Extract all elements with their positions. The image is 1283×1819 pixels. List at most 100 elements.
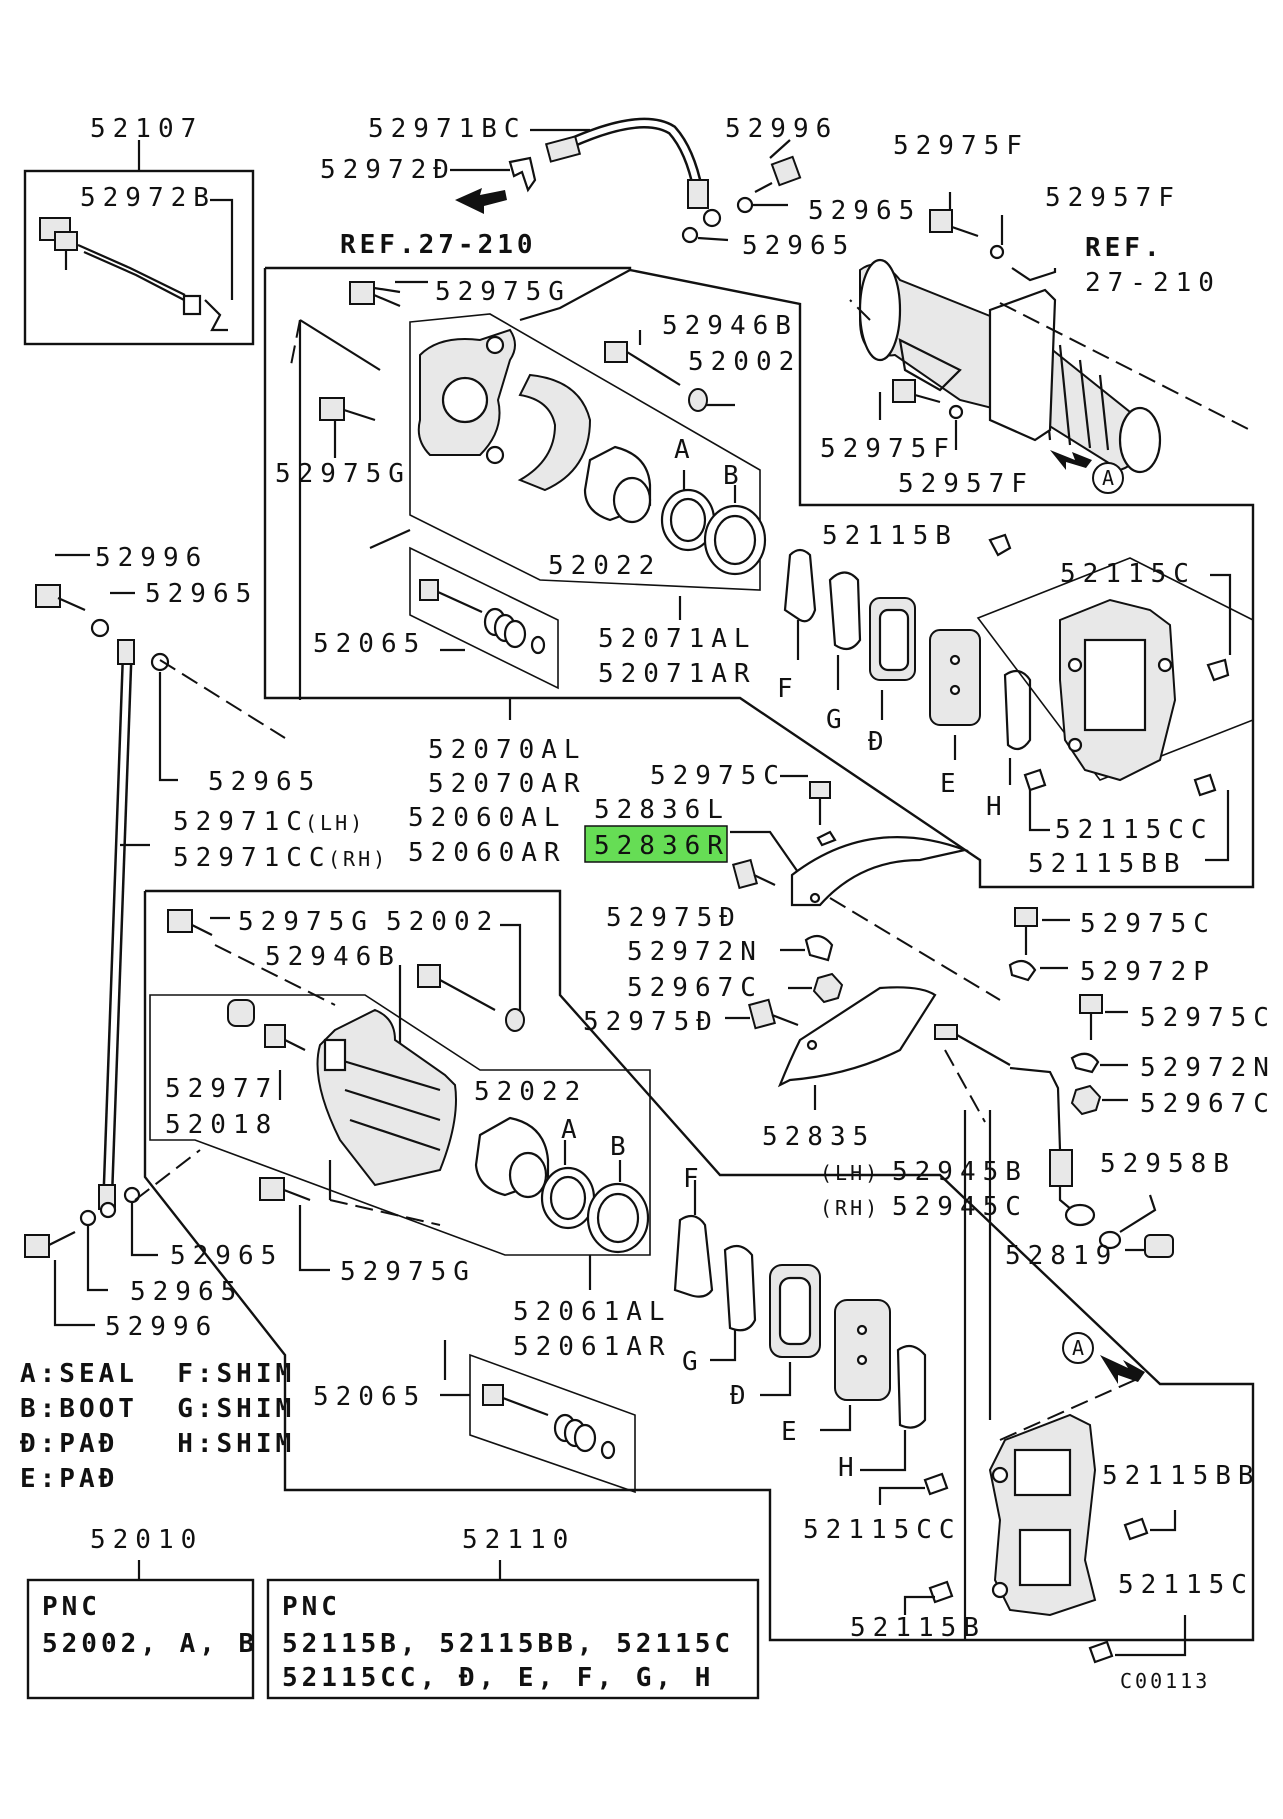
label-52975c-a: 52975C [650, 761, 786, 791]
label-52060ar: 52060AR [408, 838, 567, 868]
legend-line-4: E:PAĐ [20, 1464, 118, 1494]
label-52975c-c: 52975C [1140, 1003, 1276, 1033]
label-52975g-b: 52975G [275, 459, 411, 489]
label-52115c-a: 52115C [1060, 559, 1196, 589]
piston-icon [474, 1116, 550, 1199]
label-52010: 52010 [90, 1525, 203, 1555]
label-52946b-b: 52946B [265, 942, 401, 972]
label-52967c-b: 52967C [1140, 1089, 1276, 1119]
pnc-right-title: PNC [282, 1592, 341, 1622]
label-52946b-a: 52946B [662, 311, 798, 341]
legend-line-1: A:SEAL F:SHIM [20, 1359, 295, 1389]
seal-ring-icon [540, 1166, 596, 1230]
label-52971bc: 52971BC [368, 114, 527, 144]
bolt-icon [892, 379, 941, 404]
clip-52972d-icon [508, 156, 537, 193]
wear-sensor-icon [39, 198, 234, 332]
ref-left: REF.27-210 [340, 230, 537, 260]
pnc-left-title: PNC [42, 1592, 101, 1622]
pin-kit-icon [482, 1384, 616, 1460]
label-52965-l1: 52965 [145, 579, 258, 609]
boot-ring-icon [703, 504, 767, 576]
bracket-upper-icon [1059, 598, 1177, 782]
caliper-lower-icon [316, 1008, 457, 1187]
bolt-icon [259, 1177, 311, 1202]
label-lh-2: (LH) [820, 1161, 880, 1185]
shim-g-upper-icon [828, 571, 862, 651]
label-52115b-a: 52115B [822, 521, 958, 551]
guide-pin-icon [604, 341, 681, 386]
label-52061al: 52061AL [513, 1297, 672, 1327]
label-52065-b: 52065 [313, 1382, 426, 1412]
label-52965-b1: 52965 [170, 1241, 283, 1271]
label-52945c: 52945C [892, 1192, 1028, 1222]
bolt-icon [24, 1231, 76, 1258]
circle-a-bot-icon [1062, 1332, 1094, 1364]
label-52115bb-a: 52115BB [1028, 849, 1187, 879]
label-52972d: 52972Đ [320, 155, 456, 185]
label-f-1: F [777, 674, 800, 704]
brake-hose-top-icon [544, 117, 722, 228]
shim-h-lower-icon [896, 1344, 927, 1429]
clip-icon [1070, 1052, 1100, 1074]
pad-d-upper-icon [869, 597, 916, 681]
label-52115cc-b: 52115CC [803, 1515, 962, 1545]
label-52971cc: 52971CC [173, 843, 332, 873]
label-52115cc-a: 52115CC [1055, 815, 1214, 845]
label-52957f-bot: 52957F [898, 469, 1034, 499]
dust-shield-upper-icon [790, 836, 969, 907]
arrow-right-icon [1050, 450, 1092, 470]
brake-hose-left-icon [98, 639, 135, 1210]
label-52819: 52819 [1005, 1241, 1118, 1271]
pnc-right-line2: 52115CC, Đ, E, F, G, H [282, 1663, 714, 1693]
label-b-2: B [610, 1132, 633, 1162]
pad-d-lower-icon [769, 1264, 821, 1358]
label-52065-a: 52065 [313, 629, 426, 659]
clip-icon [988, 533, 1230, 797]
pad-e-upper-icon [929, 629, 981, 726]
label-h-1: H [986, 792, 1009, 822]
shim-f-upper-icon [783, 548, 817, 623]
label-rh-1: (RH) [328, 847, 388, 871]
label-52972n-a: 52972N [627, 937, 763, 967]
pnc-box-right [266, 1578, 760, 1700]
bushing-icon [227, 999, 255, 1027]
legend-line-2: B:BOOT G:SHIM [20, 1394, 295, 1424]
bleeder-icon [264, 1024, 306, 1051]
label-a-1: A [674, 435, 697, 465]
label-52071al: 52071AL [598, 624, 757, 654]
label-52977: 52977 [165, 1074, 278, 1104]
label-d-2: Đ [730, 1381, 753, 1411]
label-52002-b: 52002 [386, 907, 499, 937]
guide-pin-icon [417, 964, 496, 1011]
axle-hub-icon [858, 258, 1162, 474]
bolt-icon [167, 909, 213, 936]
cap-icon [1144, 1234, 1174, 1258]
label-52071ar: 52071AR [598, 659, 757, 689]
diagram-code: C00113 [1120, 1669, 1210, 1693]
label-52967c-a: 52967C [627, 973, 763, 1003]
label-52002-a: 52002 [688, 347, 801, 377]
label-52975g-d: 52975G [340, 1257, 476, 1287]
label-52975d-b: 52975Đ [583, 1007, 719, 1037]
bolt-icon [748, 998, 799, 1030]
label-52115bb-b: 52115BB [1102, 1461, 1261, 1491]
label-52975f-bot: 52975F [820, 434, 956, 464]
label-52996-left: 52996 [95, 543, 208, 573]
label-52996-b: 52996 [105, 1312, 218, 1342]
bracket-lower-icon [988, 1413, 1097, 1617]
label-lh-1: (LH) [305, 811, 365, 835]
pad-e-lower-icon [834, 1299, 891, 1401]
label-52070al: 52070AL [428, 735, 587, 765]
label-e-1: E [940, 769, 963, 799]
bolt-icon [1014, 907, 1038, 955]
circle-a-top-label: A [1102, 466, 1117, 490]
label-52115b-b: 52115B [850, 1613, 986, 1643]
circle-a-top-icon [1092, 462, 1124, 494]
label-52972b: 52972B [80, 183, 216, 213]
label-rh-2: (RH) [820, 1196, 880, 1220]
label-52975g-a: 52975G [435, 277, 571, 307]
shim-f-lower-icon [673, 1214, 714, 1298]
label-g-1: G [826, 705, 849, 735]
bolt-icon [1079, 994, 1103, 1040]
